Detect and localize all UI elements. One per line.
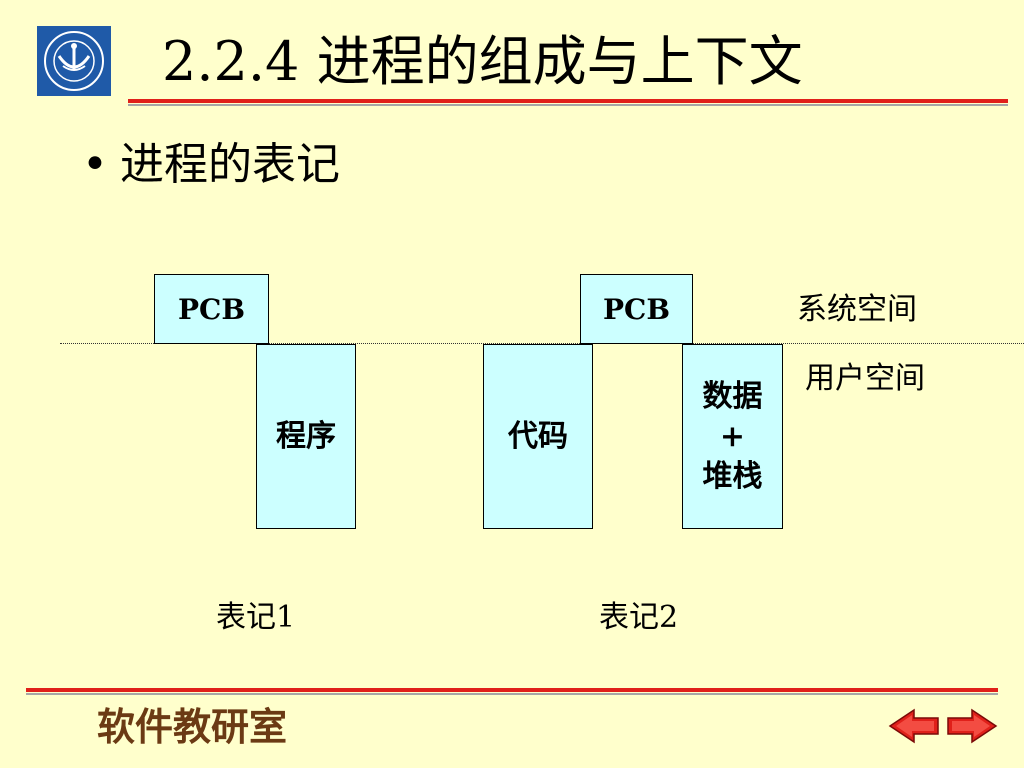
footer-department: 软件教研室	[97, 704, 288, 749]
header-divider	[128, 99, 1008, 103]
footer-divider-shadow	[26, 693, 998, 695]
pcb-box-2: PCB	[580, 274, 693, 344]
previous-slide-button[interactable]	[888, 708, 940, 748]
bullet-text: 进程的表记	[120, 139, 340, 190]
representation-1-caption: 表记1	[216, 600, 296, 635]
data-stack-line-2: +	[719, 418, 746, 454]
data-stack-line-1: 数据	[702, 378, 763, 414]
user-space-label: 用户空间	[805, 361, 925, 396]
code-box: 代码	[483, 344, 593, 529]
next-slide-button[interactable]	[946, 708, 998, 748]
pcb-box-1: PCB	[154, 274, 269, 344]
university-emblem-icon	[37, 26, 111, 96]
arrow-left-icon	[888, 708, 939, 744]
system-space-label: 系统空间	[797, 292, 917, 327]
footer-divider	[26, 688, 998, 692]
bullet-item: •进程的表记	[82, 137, 340, 193]
header-divider-shadow	[128, 104, 1008, 106]
data-stack-box: 数据 + 堆栈	[682, 344, 783, 529]
representation-2-caption: 表记2	[599, 600, 679, 635]
university-logo	[37, 26, 111, 96]
space-divider-line	[60, 343, 1024, 344]
bullet-dot: •	[82, 139, 108, 190]
arrow-right-icon	[947, 708, 998, 744]
data-stack-line-3: 堆栈	[702, 458, 763, 494]
page-title: 2.2.4 进程的组成与上下文	[162, 30, 803, 93]
program-box: 程序	[256, 344, 356, 529]
